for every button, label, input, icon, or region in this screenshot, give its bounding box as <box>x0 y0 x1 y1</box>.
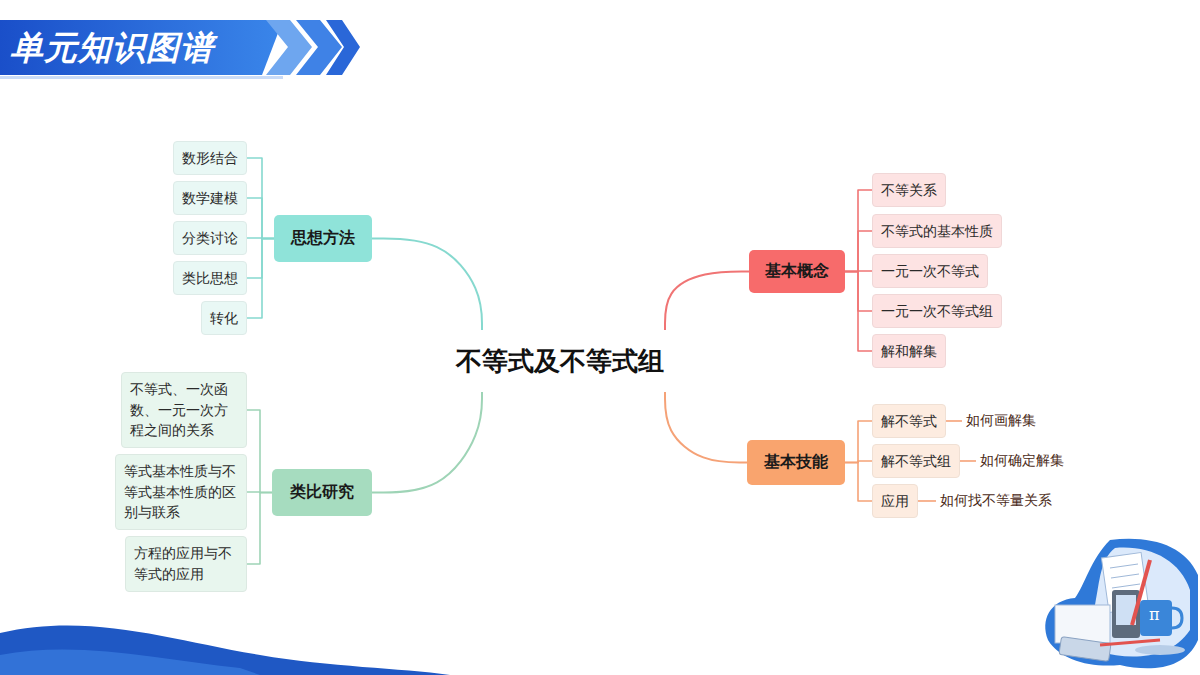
study-illustration <box>1045 539 1198 669</box>
topic-box: 不等式的基本性质 <box>872 214 1002 249</box>
node-text: 类比研究 <box>290 482 354 503</box>
branch-box: 思想方法 <box>274 215 372 262</box>
node-text: 基本技能 <box>764 452 828 473</box>
node-text: 不等式的基本性质 <box>881 221 993 242</box>
node-text: 转化 <box>210 308 238 329</box>
bottom-wave <box>0 625 450 675</box>
topic-box: 类比思想 <box>173 261 247 296</box>
node-text: 解和解集 <box>881 341 937 362</box>
node-text: 一元一次不等式 <box>881 261 979 282</box>
node-text: 不等关系 <box>881 180 937 201</box>
topic-box: 解不等式 <box>872 404 946 439</box>
branch-connector <box>845 421 872 463</box>
branch-connector <box>918 500 936 502</box>
node-text: 解不等式 <box>881 411 937 432</box>
central-topic: 不等式及不等式组 <box>440 330 680 392</box>
topic-box: 数形结合 <box>173 141 247 176</box>
node-text: 不等式、一次函数、一元一次方程之间的关系 <box>130 379 238 442</box>
node-text: 等式基本性质与不等式基本性质的区别与联系 <box>124 461 238 524</box>
node-text: 如何确定解集 <box>980 452 1064 470</box>
branch-connector <box>372 392 482 493</box>
title-banner <box>0 20 360 79</box>
note-text: 如何确定解集 <box>976 450 1068 472</box>
branch-connector <box>845 190 872 272</box>
branch-connector <box>946 420 962 422</box>
branch-box: 类比研究 <box>272 469 372 516</box>
branch-box: 基本概念 <box>749 250 845 293</box>
branch-connector <box>247 239 274 278</box>
topic-box: 方程的应用与不等式的应用 <box>125 536 247 592</box>
branch-connector <box>665 392 747 463</box>
branch-box: 基本技能 <box>747 440 845 485</box>
note-text: 如何画解集 <box>962 410 1040 432</box>
branch-connector <box>247 158 274 239</box>
topic-box: 不等关系 <box>872 173 946 208</box>
topic-box: 一元一次不等式组 <box>872 294 1002 329</box>
branch-connector <box>845 463 872 501</box>
topic-box: 应用 <box>872 484 918 519</box>
branch-connector <box>845 272 872 351</box>
node-text: 方程的应用与不等式的应用 <box>134 543 238 585</box>
node-text: 如何找不等量关系 <box>940 492 1052 510</box>
cup-symbol: π <box>1149 605 1160 624</box>
topic-box: 不等式、一次函数、一元一次方程之间的关系 <box>121 372 247 449</box>
topic-box: 一元一次不等式 <box>872 254 988 289</box>
node-text: 分类讨论 <box>182 228 238 249</box>
branch-connector <box>665 272 749 331</box>
topic-box: 数学建模 <box>173 181 247 216</box>
branch-connector <box>247 493 272 565</box>
page-title: 单元知识图谱 <box>10 26 214 71</box>
node-text: 基本概念 <box>765 261 829 282</box>
note-text: 如何找不等量关系 <box>936 490 1056 512</box>
node-text: 一元一次不等式组 <box>881 301 993 322</box>
node-text: 不等式及不等式组 <box>456 344 664 379</box>
branch-connector <box>247 198 274 239</box>
node-text: 解不等式组 <box>881 451 951 472</box>
topic-box: 解不等式组 <box>872 444 960 479</box>
branch-connector <box>372 239 482 331</box>
node-text: 数形结合 <box>182 148 238 169</box>
topic-box: 解和解集 <box>872 334 946 369</box>
topic-box: 分类讨论 <box>173 221 247 256</box>
node-text: 数学建模 <box>182 188 238 209</box>
node-text: 应用 <box>881 491 909 512</box>
node-text: 类比思想 <box>182 268 238 289</box>
node-text: 如何画解集 <box>966 412 1036 430</box>
node-text: 思想方法 <box>291 228 355 249</box>
branch-connector <box>960 460 976 462</box>
topic-box: 等式基本性质与不等式基本性质的区别与联系 <box>115 454 247 531</box>
topic-box: 转化 <box>201 301 247 336</box>
branch-connector <box>845 231 872 272</box>
branch-connector <box>247 239 274 318</box>
branch-connector <box>247 410 272 493</box>
